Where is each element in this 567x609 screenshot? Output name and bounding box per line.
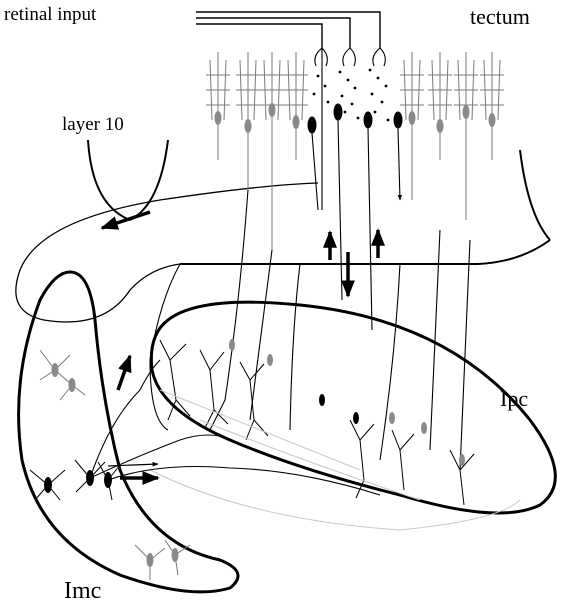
ipc-label: Ipc <box>500 386 528 412</box>
tectum-label: tectum <box>470 4 530 30</box>
imc-ipc-projections <box>90 360 380 495</box>
imc-label: Imc <box>64 578 101 605</box>
tectal-neurons-grey <box>206 52 504 250</box>
retinal-terminal-dots <box>313 69 390 122</box>
layer-10-label: layer 10 <box>62 114 124 136</box>
imc-nucleus-outline <box>19 272 238 592</box>
tectal-neuron-somas-grey <box>215 103 496 133</box>
imc-neurons <box>40 350 190 580</box>
layer-10-boundary <box>16 140 550 322</box>
retinal-input-label: retinal input <box>4 4 96 26</box>
imc-thin-arrow <box>108 464 158 466</box>
retinal-terminal-arbors <box>315 48 385 210</box>
retinal-input-fibres <box>196 12 380 48</box>
ipc-nucleus-outline <box>151 302 555 513</box>
layer-10-arrow <box>102 212 150 228</box>
